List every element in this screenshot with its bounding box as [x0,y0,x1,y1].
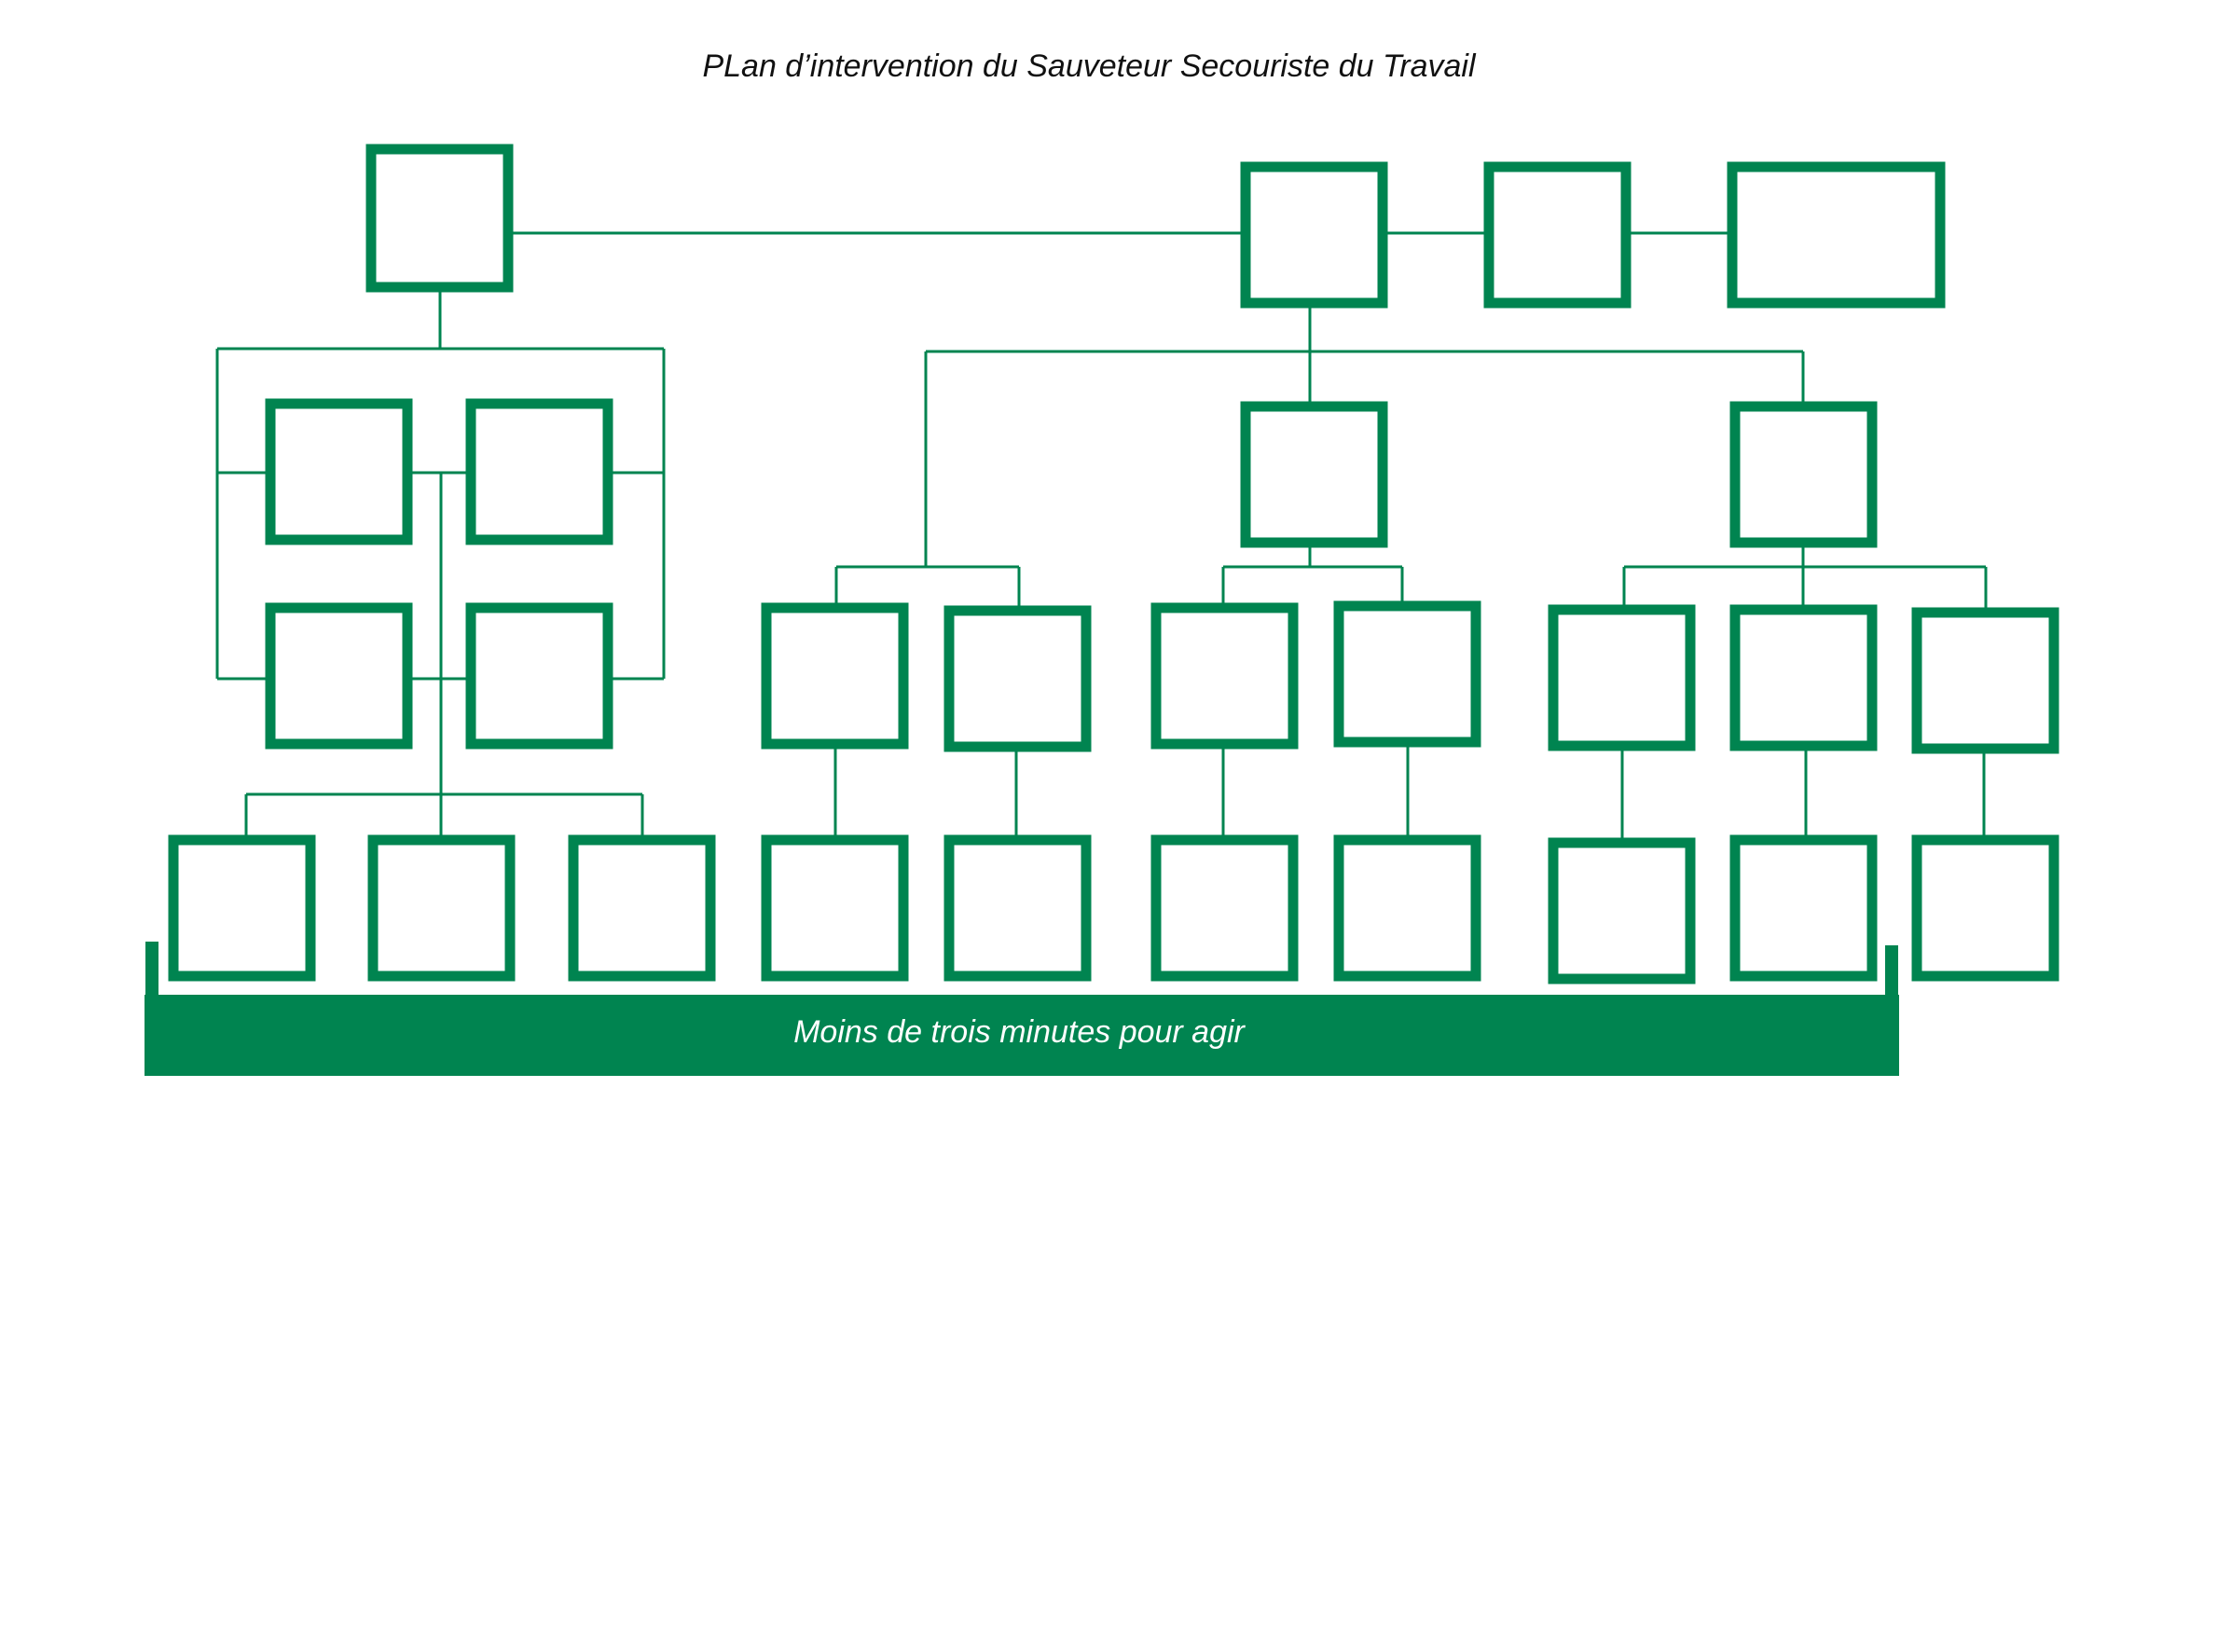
box-level3-4 [1333,600,1481,748]
banner-bracket-line [145,942,1898,995]
box-bottom-6 [1150,834,1299,982]
box-bottom-5 [943,834,1092,982]
box-level3-7 [1911,607,2059,754]
box-level3-1 [761,602,909,750]
connector-lines [215,231,1988,843]
box-mid-branch [1240,401,1388,548]
box-level3-5 [1548,604,1696,751]
box-bottom-1 [168,834,316,982]
diagram-title: PLan d’intervention du Sauveteur Secouri… [702,48,1477,84]
box-bottom-3 [568,834,716,982]
box-top-right-2 [1483,161,1632,309]
time-limit-banner [145,995,1899,1076]
box-bottom-10 [1911,834,2059,982]
box-top-right-1 [1240,161,1388,309]
box-left-cluster-1 [265,398,413,545]
box-level3-6 [1729,604,1878,751]
empty-boxes [168,144,2059,984]
box-right-branch [1729,401,1878,548]
box-level3-2 [943,605,1092,752]
box-bottom-4 [761,834,909,982]
box-top-right-3 [1727,161,1946,309]
box-bottom-2 [367,834,516,982]
box-left-cluster-4 [465,602,613,750]
banner-bracket [145,942,1898,995]
box-bottom-9 [1729,834,1878,982]
box-bottom-8 [1548,837,1696,984]
box-top-left [365,144,514,293]
box-level3-3 [1150,602,1299,750]
box-bottom-7 [1333,834,1481,982]
box-left-cluster-3 [265,602,413,750]
time-limit-banner-label: Moins de trois minutes pour agir [793,1014,1246,1050]
box-left-cluster-2 [465,398,613,545]
